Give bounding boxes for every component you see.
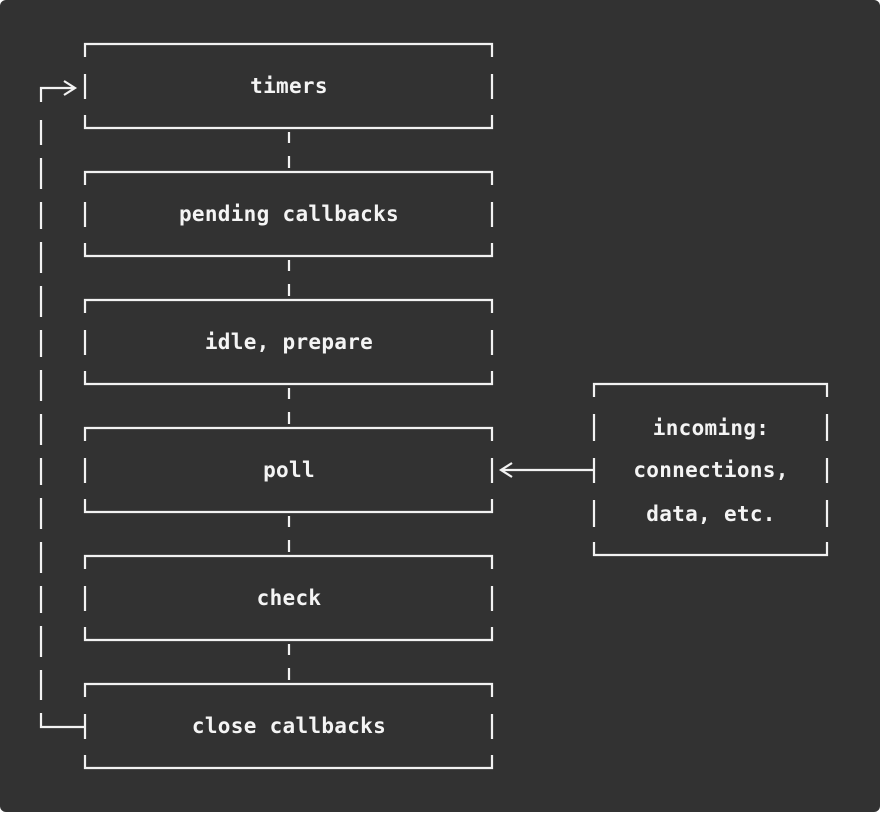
incoming-label-line-2: connections, [633,458,789,482]
phase-box-poll [83,426,494,514]
phase-label-close-callbacks: close callbacks [191,714,387,738]
phase-label-idle-prepare: idle, prepare [204,330,374,354]
phase-box-pending-callbacks [83,170,494,258]
incoming-label-line-1: incoming: [652,416,770,440]
phase-box-check [83,554,494,642]
incoming-label-line-3: data, etc. [646,502,776,526]
phase-label-pending-callbacks: pending callbacks [178,202,400,226]
phase-label-poll: poll [263,458,315,482]
phase-box-idle-prepare [83,298,494,386]
loop-back-arrow [39,80,85,729]
phase-box-timers [83,42,494,130]
phase-label-check: check [256,586,322,610]
incoming-to-poll-arrow [498,462,594,478]
phase-label-timers: timers [250,74,328,98]
